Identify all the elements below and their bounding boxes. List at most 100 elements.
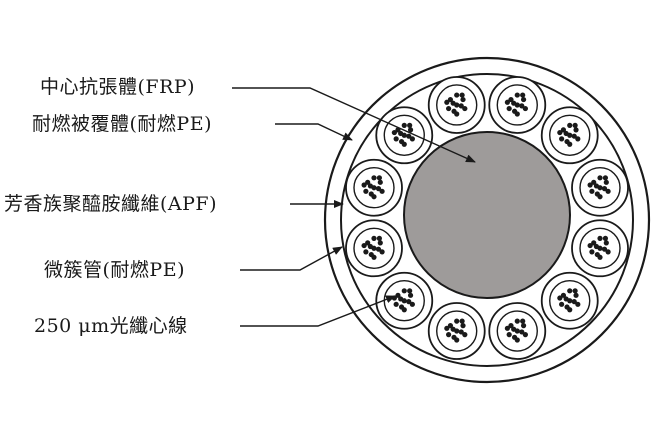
fiber-dot <box>398 304 405 310</box>
micro-tube <box>345 158 403 217</box>
label-microtube: 微簇管(耐燃PE) <box>44 259 185 281</box>
fiber-dot <box>601 246 608 252</box>
micro-tube-inner <box>549 280 591 322</box>
fiber-dot <box>407 127 414 133</box>
fiber-dot <box>458 329 464 335</box>
micro-tube-inner <box>549 114 591 156</box>
fiber-dot <box>519 329 525 335</box>
fiber-dot <box>406 299 412 305</box>
central-strength-member <box>403 131 571 299</box>
fiber-dot <box>602 235 609 241</box>
micro-tube <box>571 219 629 278</box>
fiber-dot <box>401 122 407 128</box>
fiber-dot <box>564 304 570 310</box>
fiber-dot <box>520 92 526 98</box>
fiber-dot <box>376 175 382 181</box>
fiber-dot <box>375 186 382 192</box>
fiber-dot <box>444 99 450 105</box>
fiber-dot <box>575 301 581 307</box>
fiber-dot <box>379 188 385 194</box>
fiber-dot <box>511 326 517 332</box>
fiber-dot <box>460 96 466 103</box>
leader-line-fiber <box>240 295 396 327</box>
micro-tube <box>540 106 599 165</box>
fiber-dot <box>393 301 399 307</box>
label-frp: 中心抗張體(FRP) <box>40 76 196 98</box>
fiber-dot <box>514 318 520 324</box>
fiber-dot <box>409 136 415 142</box>
fiber-dot <box>462 105 468 112</box>
micro-tube <box>345 219 403 278</box>
fiber-dot <box>391 129 397 136</box>
fiber-dot <box>451 108 457 114</box>
outer-jacket-circle <box>323 56 651 384</box>
fiber-dot <box>573 127 579 133</box>
fiber-dot <box>597 235 603 241</box>
micro-tube <box>427 302 486 360</box>
micro-tube <box>488 76 547 134</box>
fiber-dot <box>557 129 563 136</box>
fiber-dot <box>522 332 528 338</box>
micro-tube <box>540 271 599 330</box>
micro-tube-inner <box>383 114 425 156</box>
fiber-dot <box>365 179 371 185</box>
fiber-dot <box>591 240 597 246</box>
fiber-dot <box>594 251 600 258</box>
fiber-dot <box>459 318 465 324</box>
fiber-dot <box>589 188 595 194</box>
fiber-dot <box>454 92 460 98</box>
fiber-dot <box>363 249 369 255</box>
fiber-dot <box>571 299 577 305</box>
fiber-dot <box>591 179 597 185</box>
fiber-dot <box>371 235 377 241</box>
fiber-dot <box>508 323 514 329</box>
label-flame-pe-jacket: 耐燃被覆體(耐燃PE) <box>32 113 212 135</box>
label-apf: 芳香族聚醯胺纖維(APF) <box>4 193 218 215</box>
fiber-dot <box>398 130 404 137</box>
fiber-dot <box>563 130 569 137</box>
fiber-dot <box>446 332 452 338</box>
fiber-dot <box>444 325 450 331</box>
fiber-dot <box>520 96 527 103</box>
fiber-dot <box>601 186 608 192</box>
fiber-dot <box>504 325 510 331</box>
fiber-dot <box>368 191 374 197</box>
micro-tube <box>571 158 629 217</box>
fiber-dot <box>407 122 413 128</box>
fiber-dot <box>511 100 517 106</box>
micro-tube <box>488 302 547 360</box>
fiber-dot <box>459 92 465 98</box>
fiber-dot <box>522 105 528 112</box>
fiber-dot <box>368 251 374 258</box>
label-fiber: 250 μm光纖心線 <box>34 315 188 337</box>
leader-line-jacket <box>275 123 353 141</box>
fiber-dot <box>371 175 377 181</box>
fiber-dot <box>520 323 527 329</box>
fiber-dot <box>602 175 609 181</box>
fiber-dot <box>605 249 611 255</box>
leader-lines <box>232 87 476 327</box>
fiber-dot <box>520 318 526 324</box>
micro-tube-inner <box>436 84 478 126</box>
fiber-dot <box>401 288 407 294</box>
micro-tube-inner <box>436 310 478 352</box>
fiber-dot <box>506 332 512 338</box>
fiber-dot <box>460 323 466 329</box>
fiber-dot <box>447 323 454 329</box>
fiber-dot <box>597 175 603 181</box>
inner-jacket-circle <box>340 73 634 367</box>
micro-tube-inner <box>579 167 621 209</box>
fiber-dot <box>407 292 414 298</box>
fiber-dot <box>564 138 570 145</box>
fiber-dot <box>567 288 573 294</box>
fiber-dot <box>365 240 371 246</box>
micro-tube <box>427 76 486 134</box>
fiber-dot <box>605 188 611 194</box>
fiber-dot <box>594 191 600 197</box>
micro-tube-ring <box>345 76 629 360</box>
fiber-dot <box>398 138 405 145</box>
fiber-dot <box>454 318 460 324</box>
fiber-dot <box>361 182 367 188</box>
